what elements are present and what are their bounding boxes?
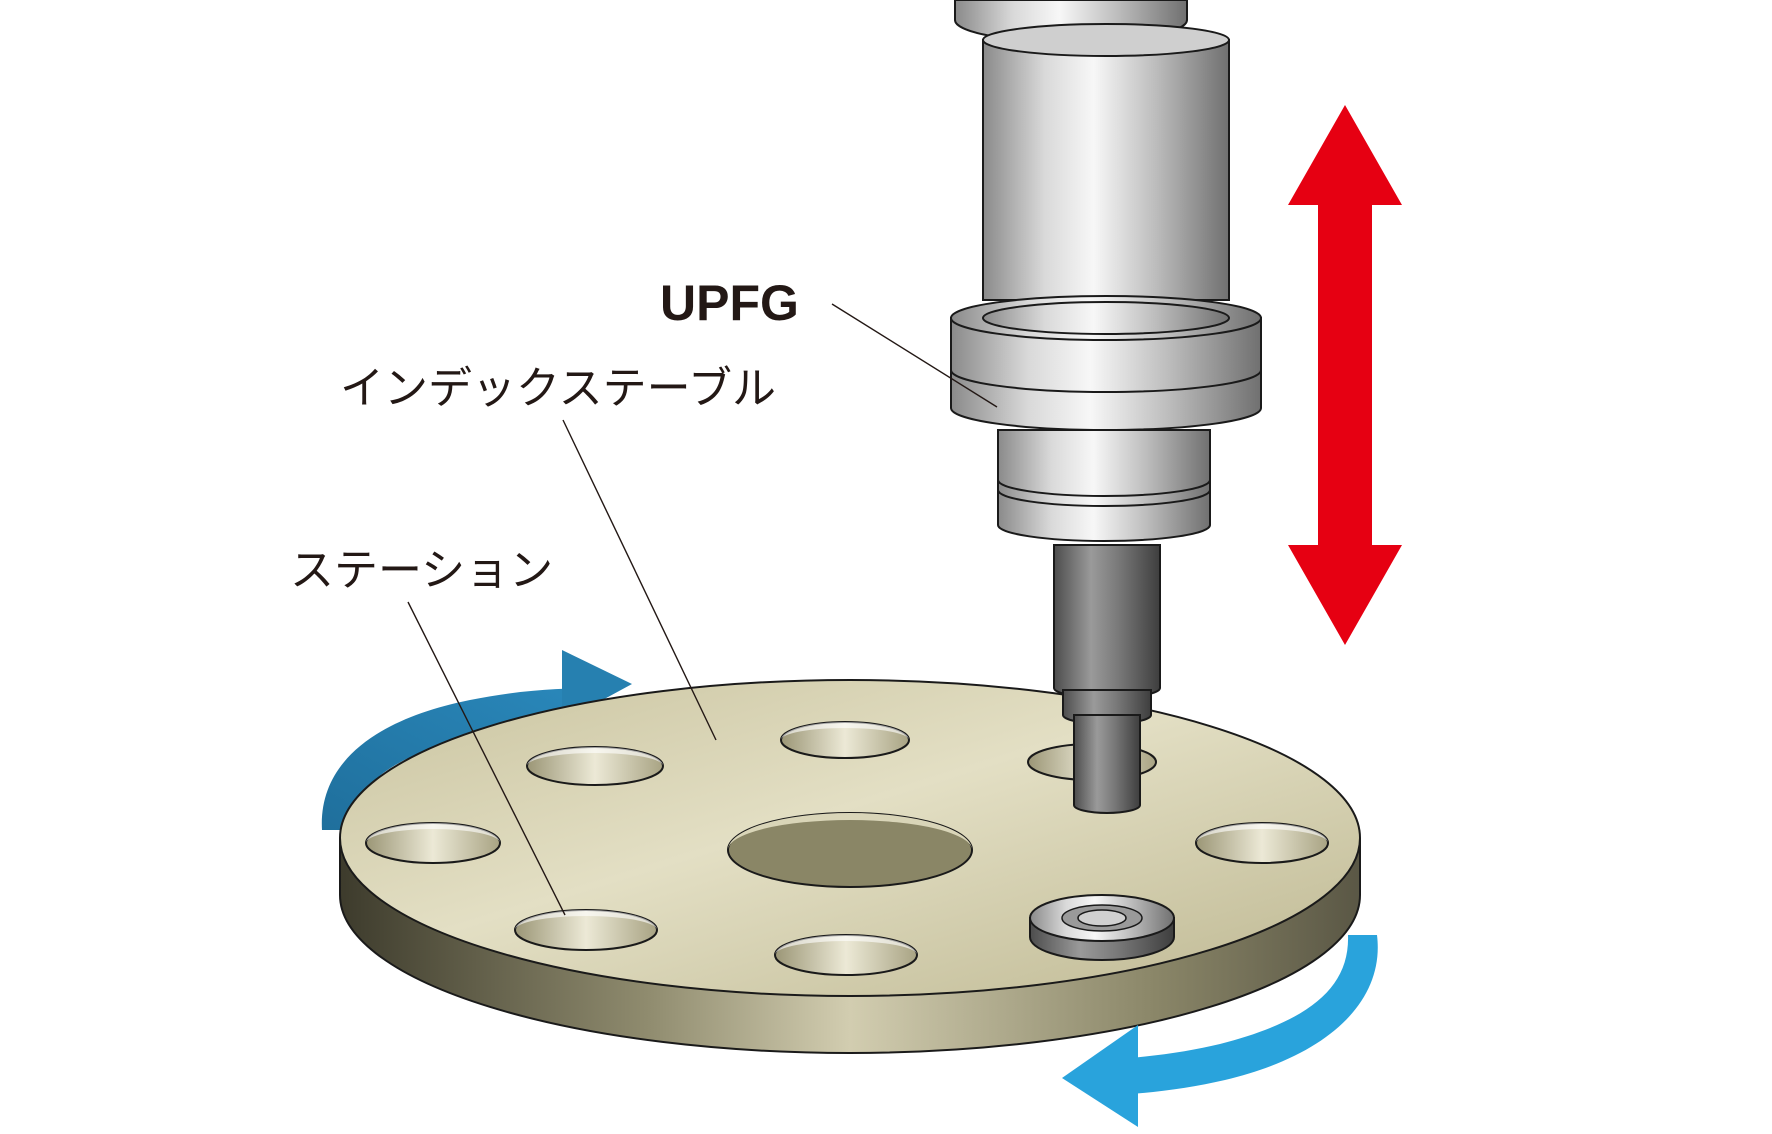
label-station: ステーション (290, 545, 553, 596)
vertical-motion-arrow-icon (1288, 105, 1402, 645)
station-hole (774, 934, 918, 976)
workpiece-ring (1029, 894, 1175, 961)
station-hole (365, 822, 501, 864)
center-hole (727, 812, 973, 888)
spindle-unit (950, 0, 1262, 814)
leader-line-station (407, 601, 566, 916)
leader-line-upfg (831, 303, 998, 408)
leader-line-index-table (562, 419, 717, 741)
station-hole (514, 909, 658, 951)
index-table (339, 679, 1361, 1054)
label-upfg: UPFG (660, 275, 799, 331)
leader-lines (407, 303, 998, 916)
station-hole (526, 746, 664, 786)
upfg-collar (950, 295, 1262, 431)
label-index-table: インデックステーブル (340, 363, 776, 414)
rotation-arrow-lower-icon (1062, 935, 1378, 1127)
station-hole (1195, 822, 1329, 864)
station-hole (780, 721, 910, 759)
